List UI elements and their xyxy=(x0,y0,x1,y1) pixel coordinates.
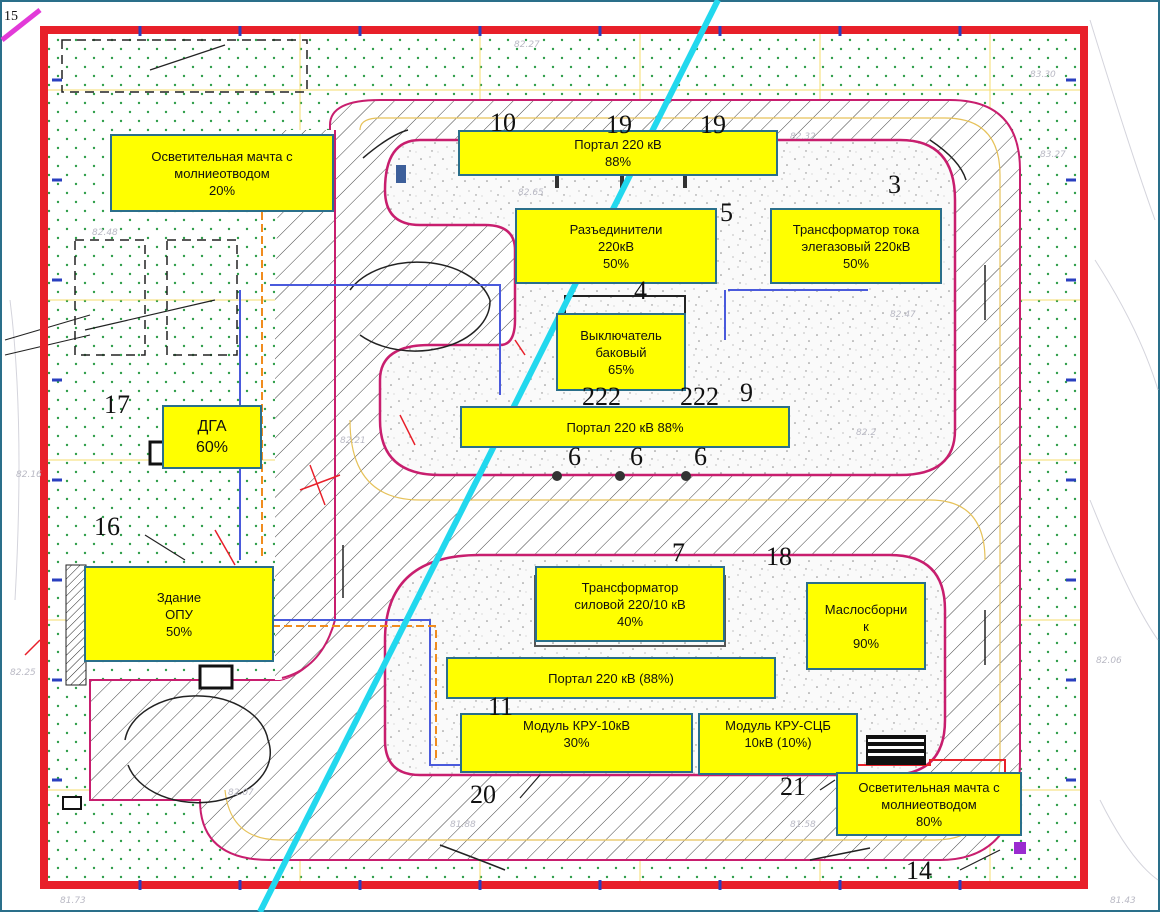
label-power-transformer: Трансформатор силовой 220/10 кВ 40% xyxy=(535,566,725,642)
label-percent: 90% xyxy=(852,635,880,651)
label-text: баковый xyxy=(595,344,647,360)
position-number: 5 xyxy=(720,198,733,227)
elevation-mark: 82.65 xyxy=(518,188,544,198)
label-text: Осветительная мачта с xyxy=(858,779,1000,795)
label-percent: 65% xyxy=(607,361,635,377)
position-number: 18 xyxy=(766,542,792,571)
position-number: 17 xyxy=(104,390,130,419)
elevation-mark: 82.25 xyxy=(10,668,36,678)
position-number: 222 xyxy=(680,382,719,411)
elevation-mark: 83.30 xyxy=(1030,70,1056,80)
left-road-strip xyxy=(275,130,335,680)
label-portal-220-top: Портал 220 кВ 88% xyxy=(458,130,778,176)
elevation-mark: 82.21 xyxy=(340,436,366,446)
label-kru-sdb-module: Модуль КРУ-СЦБ 10кВ (10%) xyxy=(698,713,858,775)
topo-lines xyxy=(9,19,1159,881)
label-percent: 40% xyxy=(616,613,644,629)
position-number: 6 xyxy=(694,442,707,471)
opu-wall xyxy=(65,564,87,686)
position-number: 6 xyxy=(568,442,581,471)
label-text: Выключатель xyxy=(580,327,662,343)
position-number: 19 xyxy=(700,110,726,139)
label-percent: 60% xyxy=(195,439,229,456)
elevation-mark: 81.58 xyxy=(790,820,816,830)
label-percent: 88% xyxy=(604,154,632,169)
label-text: Портал 220 кВ (88%) xyxy=(548,670,674,686)
label-dga: ДГА 60% xyxy=(162,405,262,469)
label-text: Портал 220 кВ xyxy=(574,137,662,152)
label-text: Модуль КРУ-10кВ xyxy=(522,718,631,733)
position-number: 4 xyxy=(634,276,647,305)
label-oil-collector: Маслосборни к 90% xyxy=(806,582,926,670)
elevation-mark: 82.16 xyxy=(16,470,42,480)
label-percent: 50% xyxy=(165,623,193,639)
position-number: 11 xyxy=(488,692,514,721)
position-number: 3 xyxy=(888,170,901,199)
position-number: 6 xyxy=(630,442,643,471)
elevation-mark: 81.88 xyxy=(450,820,476,830)
elevation-mark: 82.48 xyxy=(92,228,118,238)
label-tank-breaker: Выключатель баковый 65% xyxy=(556,313,686,391)
position-number: 21 xyxy=(780,772,806,801)
position-number: 14 xyxy=(906,856,932,885)
elevation-mark: 81.73 xyxy=(60,896,86,906)
label-percent: 30% xyxy=(563,735,590,750)
elevation-mark: 82.47 xyxy=(890,310,916,320)
label-text: ДГА xyxy=(197,418,227,435)
position-number: 15 xyxy=(4,9,18,24)
label-current-transformer-220: Трансформатор тока элегазовый 220кВ 50% xyxy=(770,208,942,284)
elevation-mark: 82.2 xyxy=(856,428,877,438)
label-text: Разъединители xyxy=(569,221,663,237)
label-disconnectors-220: Разъединители 220кВ 50% xyxy=(515,208,717,284)
label-text: ОПУ xyxy=(165,606,193,622)
label-text: Портал 220 кВ 88% xyxy=(566,419,684,435)
position-number: 19 xyxy=(606,110,632,139)
label-text: Здание xyxy=(156,589,202,605)
label-text: силовой 220/10 кВ xyxy=(574,596,686,612)
label-text: 220кВ xyxy=(597,238,635,254)
label-text: Трансформатор тока xyxy=(792,221,920,237)
elevation-mark: 82.27 xyxy=(514,40,540,50)
label-percent: 20% xyxy=(208,182,236,198)
label-text: Трансформатор xyxy=(581,579,679,595)
elevation-mark: 82.07 xyxy=(228,788,254,798)
road-guide-curves xyxy=(224,117,1001,841)
label-portal-220-low: Портал 220 кВ (88%) xyxy=(446,657,776,699)
elevation-mark: 81.43 xyxy=(1110,896,1136,906)
position-number: 20 xyxy=(470,780,496,809)
position-number: 16 xyxy=(94,512,120,541)
label-opu-building: Здание ОПУ 50% xyxy=(84,566,274,662)
elevation-mark: 82.06 xyxy=(1096,656,1122,666)
label-text: 10кВ (10%) xyxy=(744,735,812,750)
label-text: Осветительная мачта с xyxy=(151,148,293,164)
label-text: Модуль КРУ-СЦБ xyxy=(725,718,831,733)
label-lighting-mast-se: Осветительная мачта с молниеотводом 80% xyxy=(836,772,1022,836)
turning-circles xyxy=(124,129,967,871)
label-percent: 50% xyxy=(602,255,630,271)
equipment-symbols xyxy=(534,176,1026,854)
label-text: молниеотводом xyxy=(881,796,977,812)
label-portal-220-mid: Портал 220 кВ 88% xyxy=(460,406,790,448)
perimeter-fence xyxy=(40,26,1088,889)
label-text: молниеотводом xyxy=(174,165,270,181)
label-text: к xyxy=(863,618,869,634)
label-text: элегазовый 220кВ xyxy=(801,238,911,254)
label-lighting-mast-nw: Осветительная мачта с молниеотводом 20% xyxy=(110,134,334,212)
position-number: 10 xyxy=(490,108,516,137)
survey-marks xyxy=(24,339,526,656)
label-percent: 50% xyxy=(842,255,870,271)
label-kru-10kv-module: Модуль КРУ-10кВ 30% xyxy=(460,713,693,773)
label-text: Маслосборни xyxy=(824,601,908,617)
planned-footprints xyxy=(61,39,308,356)
fence-posts xyxy=(52,26,1076,890)
position-number: 222 xyxy=(582,382,621,411)
elevation-mark: 83.27 xyxy=(1040,150,1066,160)
label-percent: 80% xyxy=(915,813,943,829)
road-arrows xyxy=(342,265,986,665)
position-number: 7 xyxy=(672,538,685,567)
elevation-mark: 82.32 xyxy=(790,132,816,142)
position-number: 9 xyxy=(740,378,753,407)
